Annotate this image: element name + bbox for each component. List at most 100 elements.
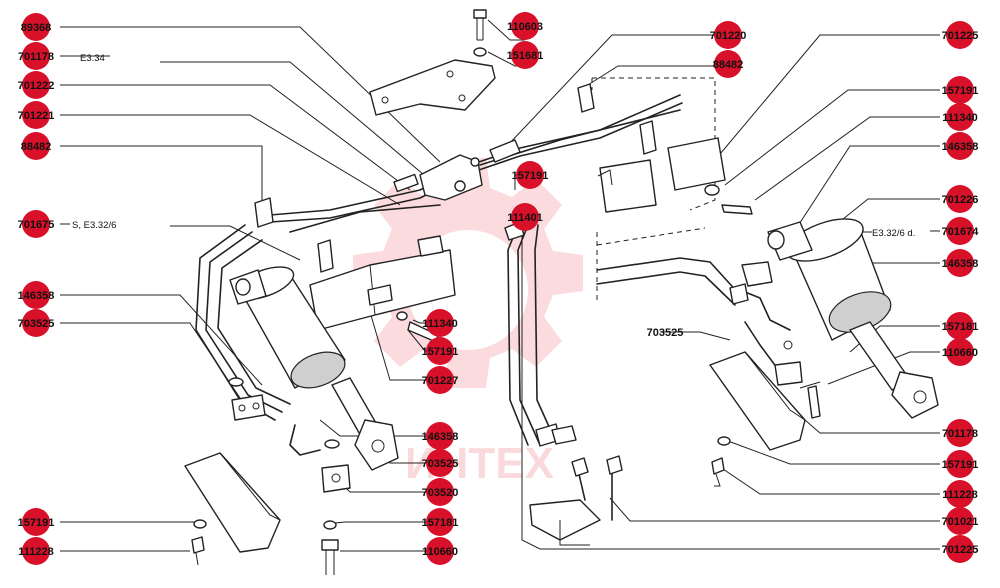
part-badge-centre: 110660 [422, 537, 458, 565]
badge-dot [946, 249, 974, 277]
badge-dot [22, 101, 50, 129]
badge-dot [426, 508, 454, 536]
part-number-label: 88482 [21, 141, 52, 153]
part-number-label: 701178 [942, 428, 978, 440]
bottom-manifold [529, 455, 623, 546]
part-badge-centre: 111340 [422, 309, 458, 337]
part-number-label: 701220 [710, 30, 747, 42]
badge-dot [22, 281, 50, 309]
part-number-label: 110660 [422, 546, 458, 558]
leader-lines [60, 19, 940, 552]
part-badge-left: 157191 [18, 508, 55, 536]
part-number-label: 157181 [422, 517, 459, 529]
part-number-label: 111401 [507, 212, 543, 224]
part-number-label: 110660 [942, 347, 978, 359]
part-number-label: 157191 [18, 517, 55, 529]
part-number-label: 111340 [942, 112, 978, 124]
part-badge-centre: 157191 [422, 337, 459, 365]
badge-dot [22, 210, 50, 238]
part-number-label: 703525 [18, 318, 55, 330]
badge-dot [714, 21, 742, 49]
part-badge-left: 703525 [18, 309, 55, 337]
badge-dot [22, 309, 50, 337]
part-badge-left: 89368 [21, 13, 52, 41]
part-badge-centre: 151681 [507, 41, 544, 69]
pipe-clamp-upper [254, 83, 657, 273]
hydraulic-cylinder-left [229, 266, 399, 471]
badge-dot [426, 537, 454, 565]
badge-dot [946, 338, 974, 366]
part-number-label: 701221 [18, 110, 55, 122]
part-badge-right: 157181 [942, 312, 978, 340]
valve-plate-left [228, 377, 351, 493]
part-number-label: 703520 [422, 487, 459, 499]
part-badge-centre: 157191 [512, 161, 549, 189]
part-badge-left: 88482 [21, 132, 52, 160]
part-badge-centre: 703525 [422, 449, 458, 477]
badge-dot [22, 13, 50, 41]
hydraulic-lines-right [596, 227, 803, 386]
badge-dot [946, 103, 974, 131]
support-shelf-left [184, 452, 281, 566]
part-badge-left: 146358 [18, 281, 54, 309]
part-badge-right: 701021 [942, 507, 978, 535]
part-badge-right: 701178 [942, 419, 978, 447]
badge-dot [22, 132, 50, 160]
part-number-label: 701178 [18, 51, 54, 63]
part-badge-left: 701222 [18, 71, 55, 99]
part-number-label: 146358 [422, 431, 459, 443]
part-badge-right: 701225 [942, 21, 978, 49]
mounting-bracket-plate [369, 59, 496, 116]
badge-dot [426, 422, 454, 450]
badge-dot [426, 309, 454, 337]
part-number-label: 703525 [647, 327, 684, 339]
badge-dot [511, 12, 539, 40]
badge-dot [426, 366, 454, 394]
part-badge-centre: 110603 [507, 12, 543, 40]
badge-dot [511, 41, 539, 69]
badge-dot [511, 203, 539, 231]
part-number-label: 111228 [942, 489, 978, 501]
part-badge-right: 111228 [942, 480, 978, 508]
part-number-label: 157191 [422, 346, 459, 358]
part-badge-centre: 701227 [422, 366, 459, 394]
note-s-e3326: S, E3.32/6 [72, 220, 116, 231]
hydraulic-cylinder-right [767, 218, 939, 419]
badge-dot [946, 450, 974, 478]
part-number-label: 157191 [942, 459, 979, 471]
part-badge-right: 146358 [942, 249, 978, 277]
badge-dot [22, 42, 50, 70]
support-pad-right [597, 137, 753, 215]
badge-dot [516, 161, 544, 189]
part-number-label: 157191 [512, 170, 549, 182]
part-number-label: 89368 [21, 22, 52, 34]
part-number-label: 701222 [18, 80, 55, 92]
part-badge-centre: 703525 [647, 327, 684, 339]
badge-dot [946, 217, 974, 245]
part-badge-right: 701225 [942, 535, 978, 563]
badge-dot [946, 132, 974, 160]
part-number-label: 701674 [942, 226, 980, 238]
badge-dot [426, 478, 454, 506]
badge-dot [946, 21, 974, 49]
part-number-label: 88482 [713, 59, 744, 71]
part-badge-right: 157191 [942, 76, 978, 104]
support-shelf-right [709, 351, 821, 487]
badge-dot [426, 337, 454, 365]
part-badge-centre: 88482 [713, 50, 744, 78]
part-badge-centre: 703520 [422, 478, 459, 506]
part-badge-centre: 701220 [710, 21, 747, 49]
part-badge-centre: 111401 [507, 203, 543, 231]
part-badge-centre: 146358 [422, 422, 459, 450]
badge-dot [946, 507, 974, 535]
badge-dot [946, 312, 974, 340]
part-badge-right: 701226 [942, 185, 978, 213]
part-number-label: 111340 [422, 318, 458, 330]
part-number-badges: 8936870117870122270122188482701675146358… [18, 12, 980, 565]
badge-dot [22, 508, 50, 536]
part-number-label: 146358 [942, 141, 979, 153]
part-number-label: 151681 [507, 50, 544, 62]
part-badge-right: 146358 [942, 132, 979, 160]
part-number-label: 701227 [422, 375, 459, 387]
